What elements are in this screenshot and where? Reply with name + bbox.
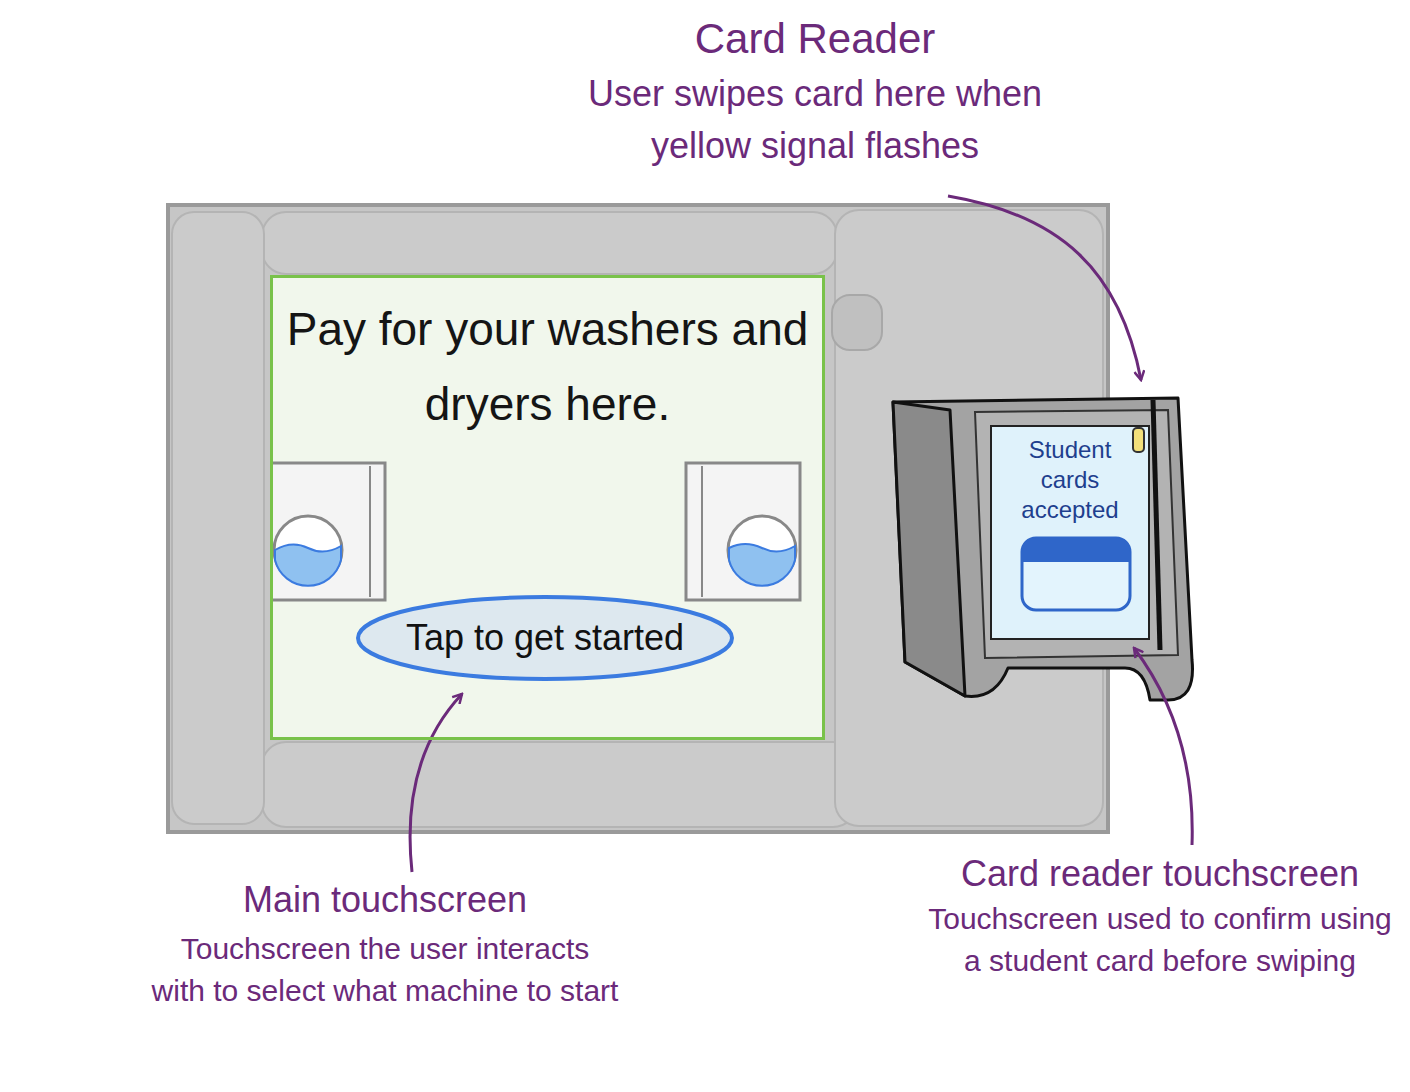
annotation-heading: Main touchscreen	[150, 878, 620, 921]
panel-shading	[262, 212, 837, 274]
main-touchscreen: Pay for your washers and dryers here. Tap…	[270, 275, 825, 740]
washer-water	[729, 544, 795, 586]
card-icon	[1022, 538, 1130, 610]
card-reader-side	[893, 402, 965, 696]
card-icon-stripe	[1022, 538, 1130, 562]
panel-shading	[832, 295, 882, 350]
start-button: Tap to get started	[355, 594, 735, 682]
washer-icon	[270, 463, 385, 600]
node-text: Pay for your washers and dryers here.	[273, 278, 822, 441]
reader-screen-fill	[990, 425, 1150, 640]
card-reader-screen: Student cards accepted	[990, 425, 1150, 640]
washer-icon	[701, 466, 703, 597]
leader-line	[1134, 648, 1192, 845]
annotation-note: Touchscreen the user interacts with to s…	[150, 928, 620, 1012]
yellow-signal	[1133, 428, 1144, 452]
card-reader-face	[975, 410, 1178, 658]
card-reader-housing	[893, 398, 1193, 700]
panel-shading	[172, 212, 264, 824]
washer-icon	[686, 463, 800, 600]
annotation-heading: Card reader touchscreen	[925, 852, 1395, 895]
node-text: Student cards accepted	[992, 427, 1148, 525]
leader-line	[410, 694, 462, 872]
annotation-note: Touchscreen used to confirm using a stud…	[925, 898, 1395, 982]
annotation-heading: Card Reader	[530, 14, 1100, 64]
node-text: Tap to get started	[406, 616, 684, 659]
panel-shading	[262, 742, 857, 827]
card-slot	[1153, 400, 1160, 650]
annotation-note: User swipes card here when yellow signal…	[535, 68, 1095, 172]
leader-line	[948, 196, 1141, 380]
washer-icon	[369, 466, 371, 597]
button-outline	[358, 597, 732, 679]
washer-water	[275, 544, 341, 585]
